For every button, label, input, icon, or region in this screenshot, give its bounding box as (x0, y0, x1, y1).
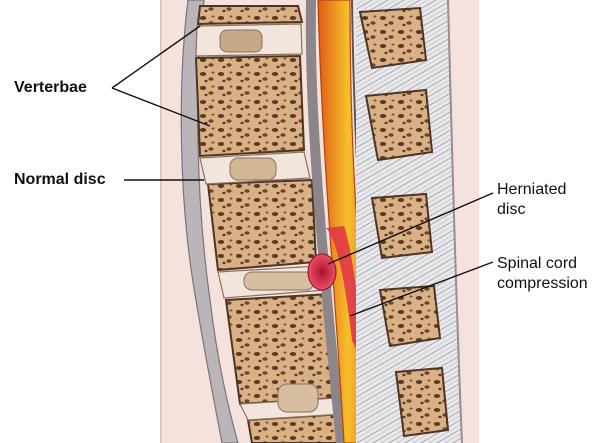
label-herniated-disc-line2: disc (497, 200, 525, 219)
herniated-disc-nucleus (244, 272, 314, 290)
herniation-bulge (308, 254, 336, 290)
label-spinal-cord-line1: Spinal cord (497, 254, 577, 273)
spinous-process-1 (360, 8, 426, 68)
illustration-border-left (160, 0, 162, 443)
normal-disc-nucleus (230, 158, 276, 180)
vertebra-2 (196, 56, 304, 156)
spinous-process-5 (396, 368, 448, 436)
spinous-process-3 (372, 194, 432, 258)
spinous-process-4 (380, 286, 440, 346)
disc-1-nucleus (220, 30, 262, 52)
label-herniated-disc-line1: Herniated (497, 180, 566, 199)
disc-4-nucleus (278, 384, 318, 412)
spinous-process-2 (366, 90, 432, 160)
label-normal-disc: Normal disc (14, 170, 106, 189)
label-vertebrae: Verterbae (14, 78, 87, 97)
vertebra-1 (198, 6, 302, 24)
label-spinal-cord-line2: compression (497, 274, 588, 293)
vertebra-3 (208, 180, 316, 270)
